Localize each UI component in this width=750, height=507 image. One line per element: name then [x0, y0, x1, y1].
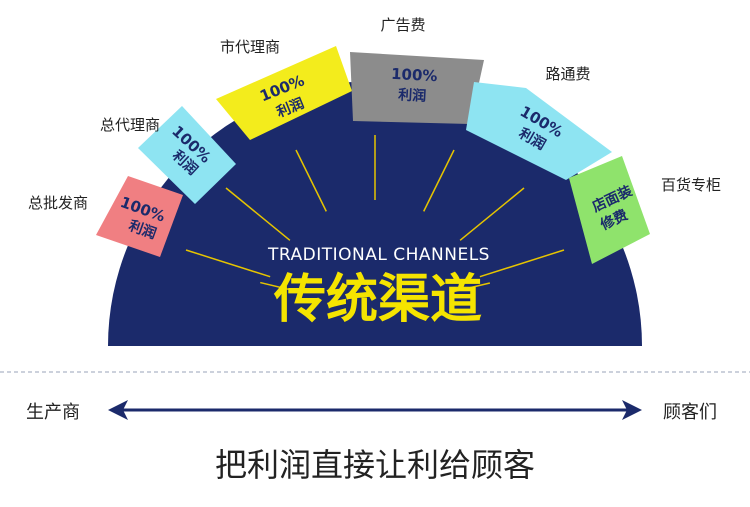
tab-general-agent-shape: [138, 106, 236, 204]
tab-department-store: 店面装 修费 百货专柜: [569, 156, 721, 264]
tab-general-agent-label: 总代理商: [100, 116, 160, 134]
tab-wholesaler: 100% 利润 总批发商: [28, 176, 183, 257]
ray-line: [423, 149, 455, 212]
tab-road-fees: 100% 利润 路通费: [466, 65, 612, 180]
tab-advertising-badge-line1: 100%: [391, 65, 438, 85]
ray-line: [225, 187, 291, 241]
ray-line: [459, 187, 525, 241]
tab-city-agent-shape: [216, 46, 352, 140]
ray-line: [295, 149, 327, 212]
ray-line: [185, 249, 271, 278]
tab-city-agent-label: 市代理商: [220, 38, 280, 56]
customer-label: 顾客们: [663, 402, 717, 423]
tab-advertising-shape: [350, 52, 484, 124]
tab-road-fees-label: 路通费: [545, 65, 590, 83]
diagram-subtitle: TRADITIONAL CHANNELS: [267, 245, 490, 265]
rays: [185, 135, 565, 293]
tab-advertising: 100% 利润 广告费: [350, 16, 484, 124]
tab-advertising-badge-line2: 利润: [398, 86, 427, 104]
ray-line: [260, 281, 298, 293]
tab-advertising-label: 广告费: [380, 16, 425, 34]
diagram-title: 传统渠道: [273, 270, 482, 330]
tab-wholesaler-label: 总批发商: [28, 194, 88, 212]
arrow-head-left: [108, 400, 128, 420]
producer-label: 生产商: [26, 402, 80, 423]
arrow-head-right: [622, 400, 642, 420]
tagline: 把利润直接让利给顾客: [215, 446, 535, 484]
tab-department-store-label: 百货专柜: [661, 176, 721, 194]
ray-line: [479, 249, 565, 278]
tab-city-agent: 100% 利润 市代理商: [216, 38, 352, 140]
tab-wholesaler-shape: [96, 176, 183, 257]
tab-department-store-shape: [569, 156, 650, 264]
ray-line: [452, 282, 491, 293]
tab-road-fees-shape: [466, 82, 612, 180]
double-arrow: [108, 400, 642, 420]
